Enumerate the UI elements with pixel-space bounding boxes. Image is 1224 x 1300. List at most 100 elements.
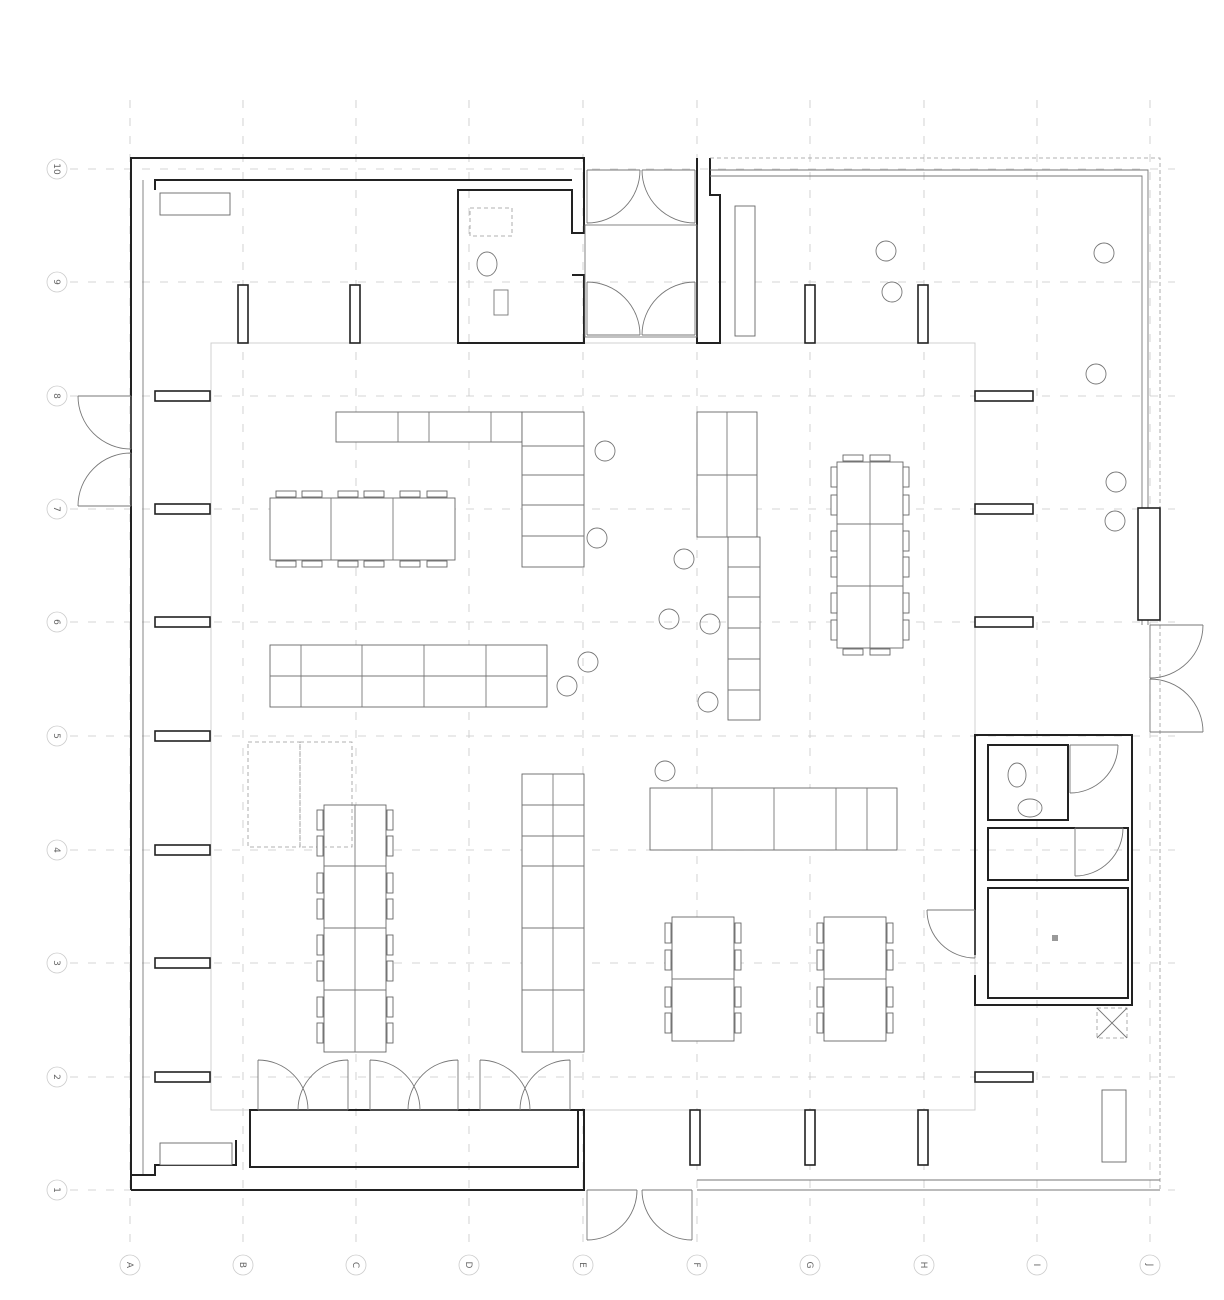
chair bbox=[316, 1022, 324, 1044]
round-stool bbox=[658, 608, 680, 630]
column bbox=[154, 503, 211, 515]
chair bbox=[886, 1012, 894, 1034]
chair bbox=[386, 835, 394, 857]
door-swing bbox=[586, 281, 641, 336]
chair bbox=[301, 490, 323, 498]
chair bbox=[816, 922, 824, 944]
chair bbox=[399, 560, 421, 568]
grid-label-10: 10 bbox=[51, 163, 61, 175]
chair bbox=[386, 960, 394, 982]
column bbox=[804, 1109, 816, 1166]
chair bbox=[337, 490, 359, 498]
column bbox=[689, 1109, 701, 1166]
chair bbox=[886, 922, 894, 944]
grid-bubble-D bbox=[458, 1254, 480, 1276]
chair bbox=[830, 530, 838, 552]
round-stool bbox=[697, 691, 719, 713]
chair bbox=[301, 560, 323, 568]
grid-label-5: 5 bbox=[51, 733, 61, 739]
chair bbox=[869, 648, 891, 656]
door-swing bbox=[519, 1059, 571, 1111]
grid-label-J: J bbox=[1144, 1263, 1154, 1267]
grid-bubble-7 bbox=[46, 498, 68, 520]
grid-label-7: 7 bbox=[51, 506, 61, 512]
doors bbox=[77, 169, 1204, 1241]
column bbox=[154, 390, 211, 402]
grid-bubble-E bbox=[572, 1254, 594, 1276]
chair bbox=[886, 949, 894, 971]
grid-label-4: 4 bbox=[51, 847, 61, 853]
grid-bubble-10 bbox=[46, 158, 68, 180]
column bbox=[917, 284, 929, 344]
grid-label-9: 9 bbox=[51, 279, 61, 285]
columns bbox=[154, 284, 1034, 1166]
table bbox=[649, 787, 898, 851]
grid-bubble-1 bbox=[46, 1179, 68, 1201]
door-swing bbox=[1069, 744, 1119, 794]
chair bbox=[886, 986, 894, 1008]
chair bbox=[664, 949, 672, 971]
chair bbox=[275, 560, 297, 568]
chair bbox=[363, 560, 385, 568]
grid-bubble-G bbox=[799, 1254, 821, 1276]
round-stool bbox=[881, 281, 903, 303]
chair bbox=[830, 619, 838, 641]
column bbox=[154, 616, 211, 628]
grid-bubble-9 bbox=[46, 271, 68, 293]
round-stool bbox=[654, 760, 676, 782]
grid-label-I: I bbox=[1031, 1264, 1041, 1267]
column bbox=[349, 284, 361, 344]
grid-bubble-B bbox=[232, 1254, 254, 1276]
chair bbox=[902, 466, 910, 488]
door-swing bbox=[641, 281, 696, 336]
table bbox=[269, 497, 456, 561]
chair bbox=[816, 986, 824, 1008]
chair bbox=[830, 466, 838, 488]
grid-bubble-F bbox=[686, 1254, 708, 1276]
grid-label-A: A bbox=[124, 1262, 134, 1269]
chair bbox=[734, 1012, 742, 1034]
rug-outline bbox=[247, 741, 301, 848]
column bbox=[154, 1071, 211, 1083]
door-swing bbox=[407, 1059, 459, 1111]
door-swing bbox=[77, 452, 132, 507]
chair bbox=[902, 556, 910, 578]
door-swing bbox=[641, 169, 696, 224]
round-stool bbox=[1093, 242, 1115, 264]
grid-bubble-2 bbox=[46, 1066, 68, 1088]
chair bbox=[816, 949, 824, 971]
grid-label-D: D bbox=[463, 1262, 473, 1269]
chair bbox=[386, 898, 394, 920]
column bbox=[974, 616, 1034, 628]
chair bbox=[734, 986, 742, 1008]
chair bbox=[426, 490, 448, 498]
chair bbox=[734, 922, 742, 944]
chair bbox=[842, 454, 864, 462]
door-swing bbox=[586, 1189, 638, 1241]
door-swing bbox=[586, 169, 641, 224]
door-swing bbox=[1074, 827, 1124, 877]
column bbox=[237, 284, 249, 344]
rug-outline bbox=[299, 741, 353, 848]
table bbox=[727, 536, 761, 721]
grid-label-H: H bbox=[918, 1262, 928, 1269]
furniture bbox=[247, 411, 910, 1053]
chair bbox=[316, 960, 324, 982]
grid-label-B: B bbox=[237, 1262, 247, 1268]
chair bbox=[902, 530, 910, 552]
door-swing bbox=[479, 1059, 531, 1111]
grid-label-3: 3 bbox=[51, 960, 61, 966]
round-stool bbox=[594, 440, 616, 462]
door-swing bbox=[926, 909, 976, 959]
grid-label-1: 1 bbox=[51, 1187, 61, 1193]
door-swing bbox=[641, 1189, 693, 1241]
grid-bubble-H bbox=[913, 1254, 935, 1276]
grid-bubble-5 bbox=[46, 725, 68, 747]
grid-bubble-C bbox=[345, 1254, 367, 1276]
chair bbox=[869, 454, 891, 462]
column bbox=[974, 390, 1034, 402]
round-stool bbox=[1105, 471, 1127, 493]
chair bbox=[316, 898, 324, 920]
column bbox=[154, 730, 211, 742]
